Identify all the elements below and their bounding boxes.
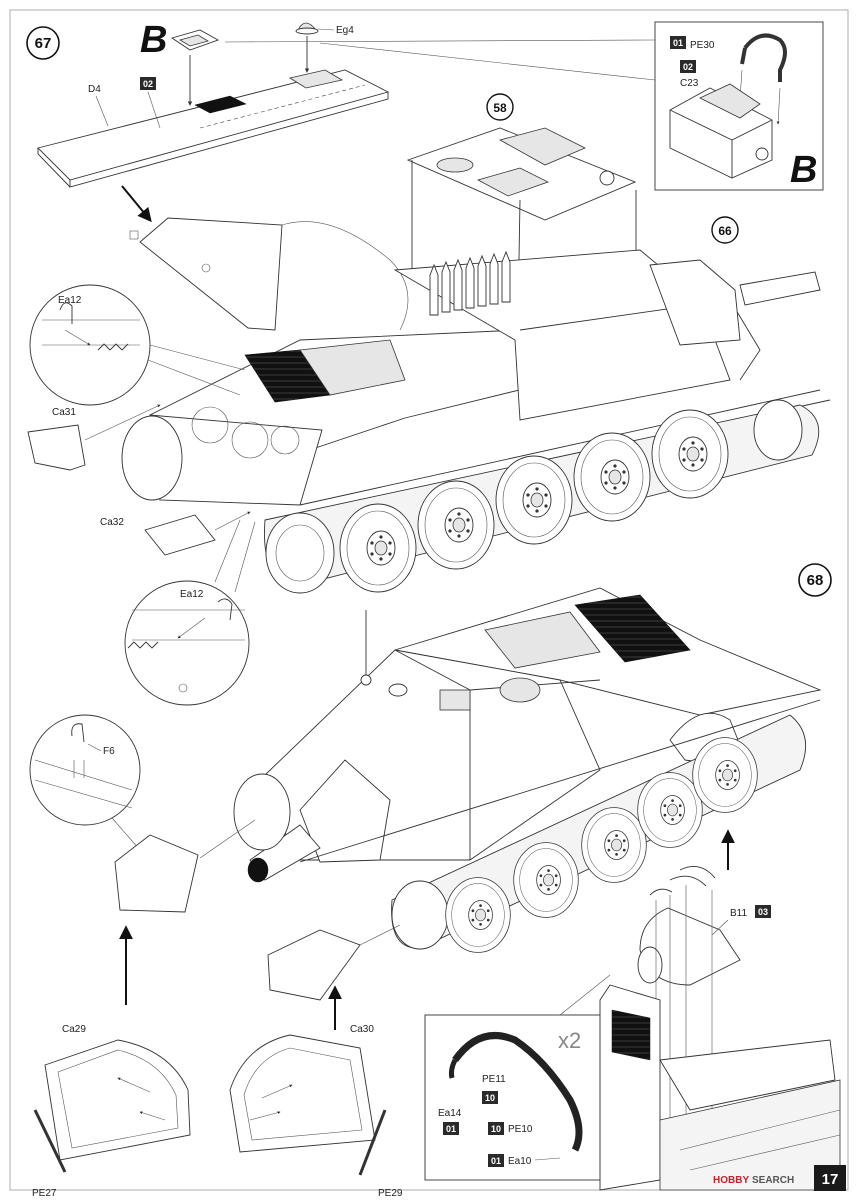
label-pe29: PE29 bbox=[378, 1188, 403, 1199]
callout-b-right: B bbox=[790, 149, 817, 191]
label-ea14: Ea14 bbox=[438, 1108, 462, 1119]
front-mudguard-left bbox=[114, 834, 199, 913]
step-68-badge bbox=[798, 563, 832, 597]
inset-b: 01 PE30 02 C23 B bbox=[654, 21, 824, 191]
side-plate bbox=[121, 185, 409, 331]
label-pe30: PE30 bbox=[690, 40, 715, 51]
tag-10-pe11: 10 bbox=[485, 1093, 495, 1103]
inset-strap: x2 PE11 10 Ea14 01 10 PE10 01 Ea10 bbox=[424, 974, 611, 1181]
label-pe11: PE11 bbox=[482, 1074, 506, 1085]
step-67-badge bbox=[26, 26, 60, 60]
label-pe10: PE10 bbox=[508, 1124, 533, 1135]
label-f6: F6 bbox=[103, 746, 115, 757]
hull-67 bbox=[121, 249, 831, 594]
step-68: 68 bbox=[29, 563, 841, 1199]
label-c23: C23 bbox=[680, 78, 699, 89]
detail-circle-ea12-mid bbox=[124, 519, 256, 706]
label-ea12-top: Ea12 bbox=[58, 295, 82, 306]
page-frame bbox=[9, 9, 849, 1191]
roof-plate-d4 bbox=[37, 69, 390, 188]
tag-02-d4: 02 bbox=[140, 77, 156, 90]
label-ca29: Ca29 bbox=[62, 1024, 86, 1035]
step-68-number: 68 bbox=[807, 572, 824, 589]
label-ca30: Ca30 bbox=[350, 1024, 374, 1035]
label-b11: B11 bbox=[730, 908, 747, 919]
ref-66-badge bbox=[711, 216, 739, 244]
footer: HOBBY SEARCH 17 bbox=[713, 1165, 846, 1191]
page-number-box bbox=[814, 1165, 846, 1191]
svg-text:02: 02 bbox=[143, 79, 153, 89]
ref-66-number: 66 bbox=[718, 224, 732, 238]
part-ca29 bbox=[33, 1039, 191, 1173]
label-eg4: Eg4 bbox=[336, 25, 354, 36]
label-ea12-mid: Ea12 bbox=[180, 589, 204, 600]
page-number: 17 bbox=[822, 1171, 839, 1188]
tag-02-c23: 02 bbox=[683, 62, 693, 72]
label-ea10: Ea10 bbox=[508, 1156, 532, 1167]
part-ca32 bbox=[144, 514, 216, 556]
quantity-x2: x2 bbox=[558, 1028, 581, 1053]
label-d4: D4 bbox=[88, 84, 101, 95]
tag-01-pe30: 01 bbox=[673, 38, 683, 48]
ref-58-badge bbox=[486, 93, 514, 121]
front-mudguard-right bbox=[267, 929, 361, 1001]
step-67-number: 67 bbox=[35, 35, 52, 52]
watermark-brand-2: SEARCH bbox=[752, 1175, 794, 1186]
exhaust-detail bbox=[599, 865, 841, 1191]
callout-b-left: B bbox=[140, 19, 167, 61]
label-ca31: Ca31 bbox=[52, 407, 76, 418]
tag-01-ea10: 01 bbox=[491, 1156, 501, 1166]
tag-01-ea14: 01 bbox=[446, 1124, 456, 1134]
ref-58-number: 58 bbox=[493, 101, 507, 115]
tag-10-pe10: 10 bbox=[491, 1124, 501, 1134]
watermark-brand: HOBBY bbox=[713, 1175, 749, 1186]
periscope-part: Eg4 bbox=[295, 22, 354, 73]
label-ca32: Ca32 bbox=[100, 517, 124, 528]
part-ca30 bbox=[229, 1034, 387, 1176]
hatch-part bbox=[170, 29, 220, 106]
step-67: 67 B Eg4 D4 02 bbox=[26, 19, 831, 706]
part-ca31 bbox=[27, 424, 86, 471]
detail-circle-ea12-top bbox=[29, 284, 246, 406]
tag-03-b11: 03 bbox=[758, 907, 768, 917]
detail-circle-f6 bbox=[29, 714, 141, 851]
hull-68 bbox=[233, 587, 822, 953]
label-pe27: PE27 bbox=[32, 1188, 57, 1199]
